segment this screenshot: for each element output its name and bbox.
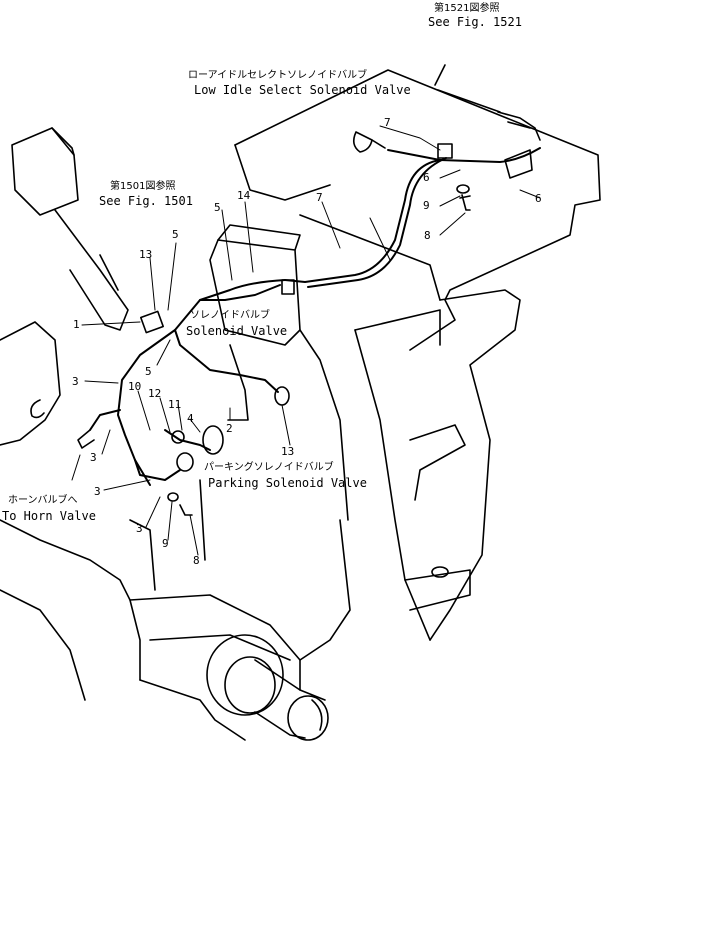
part-number-13: 13 xyxy=(281,445,295,458)
part-number-1: 1 xyxy=(73,318,80,331)
part-number-4: 4 xyxy=(187,412,194,425)
lower-frame xyxy=(0,479,351,741)
ref-fig1521-en: See Fig. 1521 xyxy=(428,15,522,29)
part-number-11: 11 xyxy=(168,398,182,411)
part-number-6: 6 xyxy=(535,192,542,205)
part-number-13: 13 xyxy=(139,248,153,261)
part-number-12: 12 xyxy=(148,387,162,400)
part-number-7: 7 xyxy=(384,116,391,129)
ref-fig1501-en: See Fig. 1501 xyxy=(99,194,193,208)
part-number-2: 2 xyxy=(226,422,233,435)
part-number-6: 6 xyxy=(423,171,430,184)
part-number-3: 3 xyxy=(72,375,79,388)
part-number-3: 3 xyxy=(90,451,97,464)
horn-valve-label-en: To Horn Valve xyxy=(2,509,96,523)
leader-lines xyxy=(71,125,541,556)
parking-valve-label-en: Parking Solenoid Valve xyxy=(208,476,367,490)
engine-body-outline xyxy=(209,69,601,641)
part-number-3: 3 xyxy=(94,485,101,498)
part-number-8: 8 xyxy=(193,554,200,567)
ref-fig1521-jp: 第1521図参照 xyxy=(434,3,500,14)
parking-valve-label-jp: パーキングソレノイドバルブ xyxy=(204,462,334,473)
components xyxy=(77,64,541,516)
part-number-3: 3 xyxy=(136,522,143,535)
part-number-9: 9 xyxy=(162,537,169,550)
pedal-assembly xyxy=(0,127,129,446)
part-number-9: 9 xyxy=(423,199,430,212)
part-number-5: 5 xyxy=(214,201,221,214)
low-idle-valve-label-jp: ローアイドルセレクトソレノイドバルブ xyxy=(188,70,368,81)
solenoid-valve-label-jp: ソレノイドバルブ xyxy=(190,310,270,321)
horn-valve-label-jp: ホーンバルブへ xyxy=(8,495,78,506)
low-idle-valve-label-en: Low Idle Select Solenoid Valve xyxy=(194,83,411,97)
axle-hub xyxy=(206,634,329,741)
part-number-14: 14 xyxy=(237,189,251,202)
wire-harness xyxy=(89,147,541,486)
part-number-10: 10 xyxy=(128,380,142,393)
ref-fig1501-jp: 第1501図参照 xyxy=(110,181,176,192)
part-number-5: 5 xyxy=(172,228,179,241)
part-number-7: 7 xyxy=(316,191,323,204)
part-number-8: 8 xyxy=(424,229,431,242)
solenoid-valve-label-en: Solenoid Valve xyxy=(186,324,288,338)
part-number-5: 5 xyxy=(145,365,152,378)
